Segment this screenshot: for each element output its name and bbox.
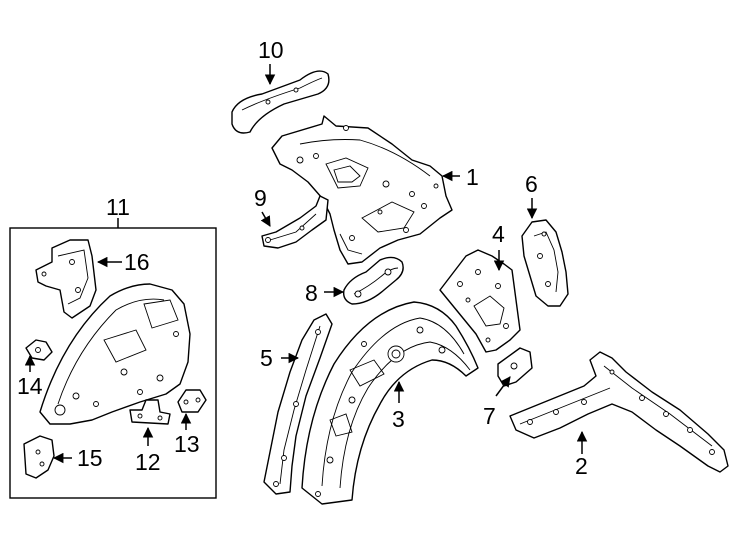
callout-8: 8 xyxy=(305,280,318,306)
callout-11: 11 xyxy=(106,194,130,220)
callout-7: 7 xyxy=(483,403,496,429)
part-8-reinforcement xyxy=(342,256,404,305)
part-11-wheelhouse-assembly xyxy=(39,283,191,425)
callout-13: 13 xyxy=(174,431,200,457)
leader-9 xyxy=(260,211,271,227)
part-12-bracket xyxy=(129,399,171,425)
leader-lines xyxy=(24,64,588,464)
callout-1: 1 xyxy=(466,164,479,190)
callout-numbers: 1 2 3 4 5 6 7 8 9 10 11 12 13 14 15 16 xyxy=(17,37,588,479)
callout-4: 4 xyxy=(492,221,505,247)
part-6-pillar-reinforcement xyxy=(521,219,569,307)
callout-6: 6 xyxy=(525,171,538,197)
callout-16: 16 xyxy=(124,249,150,275)
part-9-bracket xyxy=(261,195,329,249)
part-3-inner-wheelhouse xyxy=(301,301,479,505)
assembly-11-group-box xyxy=(9,227,217,499)
part-5-outer-wheelhouse-arch xyxy=(263,313,333,495)
leader-7 xyxy=(495,376,511,397)
callout-14: 14 xyxy=(17,373,43,399)
callout-10: 10 xyxy=(258,37,284,63)
part-15-plate xyxy=(23,435,55,479)
callout-5: 5 xyxy=(260,345,273,371)
callout-3: 3 xyxy=(392,406,405,432)
part-10-roof-rail-reinforcement xyxy=(231,70,330,134)
callout-12: 12 xyxy=(135,449,161,475)
part-1-inner-quarter-panel xyxy=(271,115,453,265)
part-16-cover xyxy=(35,239,97,319)
part-2-rear-rail xyxy=(509,351,729,473)
callout-2: 2 xyxy=(575,453,588,479)
callout-15: 15 xyxy=(77,445,103,471)
callout-9: 9 xyxy=(254,185,267,211)
part-7-bracket xyxy=(497,347,533,387)
part-13-bracket xyxy=(177,389,207,413)
part-4-panel xyxy=(439,249,521,353)
